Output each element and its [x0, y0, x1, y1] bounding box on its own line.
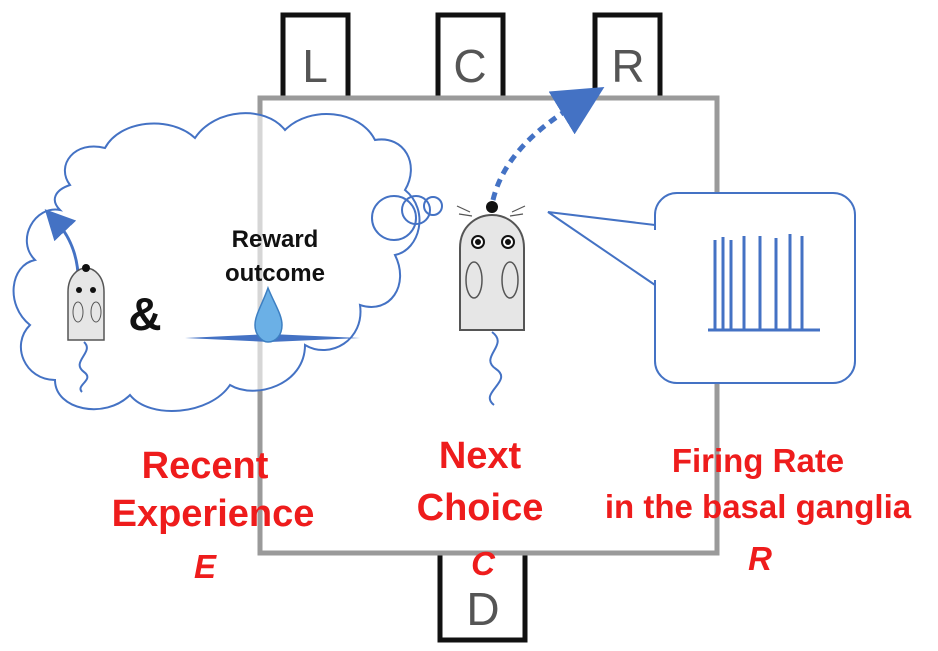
spike-box	[654, 192, 856, 384]
port-right: R	[592, 12, 663, 100]
mouse-icon	[456, 201, 526, 406]
mouse-tail	[488, 331, 503, 406]
port-bottom-label: D	[466, 583, 499, 635]
next-choice-line1: Next	[439, 435, 522, 477]
recent-experience-var: E	[194, 548, 217, 585]
ampersand: &	[128, 288, 161, 340]
next-choice-var: C	[471, 545, 496, 582]
water-drop-icon	[254, 285, 283, 343]
next-choice-line2: Choice	[417, 487, 544, 529]
reward-label-line2: outcome	[225, 260, 325, 287]
recent-experience-line2: Experience	[112, 493, 315, 535]
port-left: L	[280, 12, 351, 100]
port-right-label: R	[611, 40, 644, 92]
small-mouse-icon	[67, 264, 105, 393]
port-center: C	[435, 12, 506, 100]
port-bottom: D	[437, 553, 528, 643]
firing-rate-line1: Firing Rate	[672, 442, 844, 479]
thought-bubbles	[371, 195, 443, 241]
thought-cloud	[12, 112, 421, 412]
next-choice-arrow	[490, 87, 605, 201]
callout-pointer	[547, 211, 656, 286]
firing-rate-var: R	[748, 540, 772, 577]
firing-rate-line2: in the basal ganglia	[605, 488, 912, 525]
port-left-label: L	[302, 40, 328, 92]
reward-label-line1: Reward	[232, 226, 319, 253]
recent-experience-line1: Recent	[142, 445, 269, 487]
port-center-label: C	[453, 40, 486, 92]
spike-raster	[708, 234, 820, 332]
